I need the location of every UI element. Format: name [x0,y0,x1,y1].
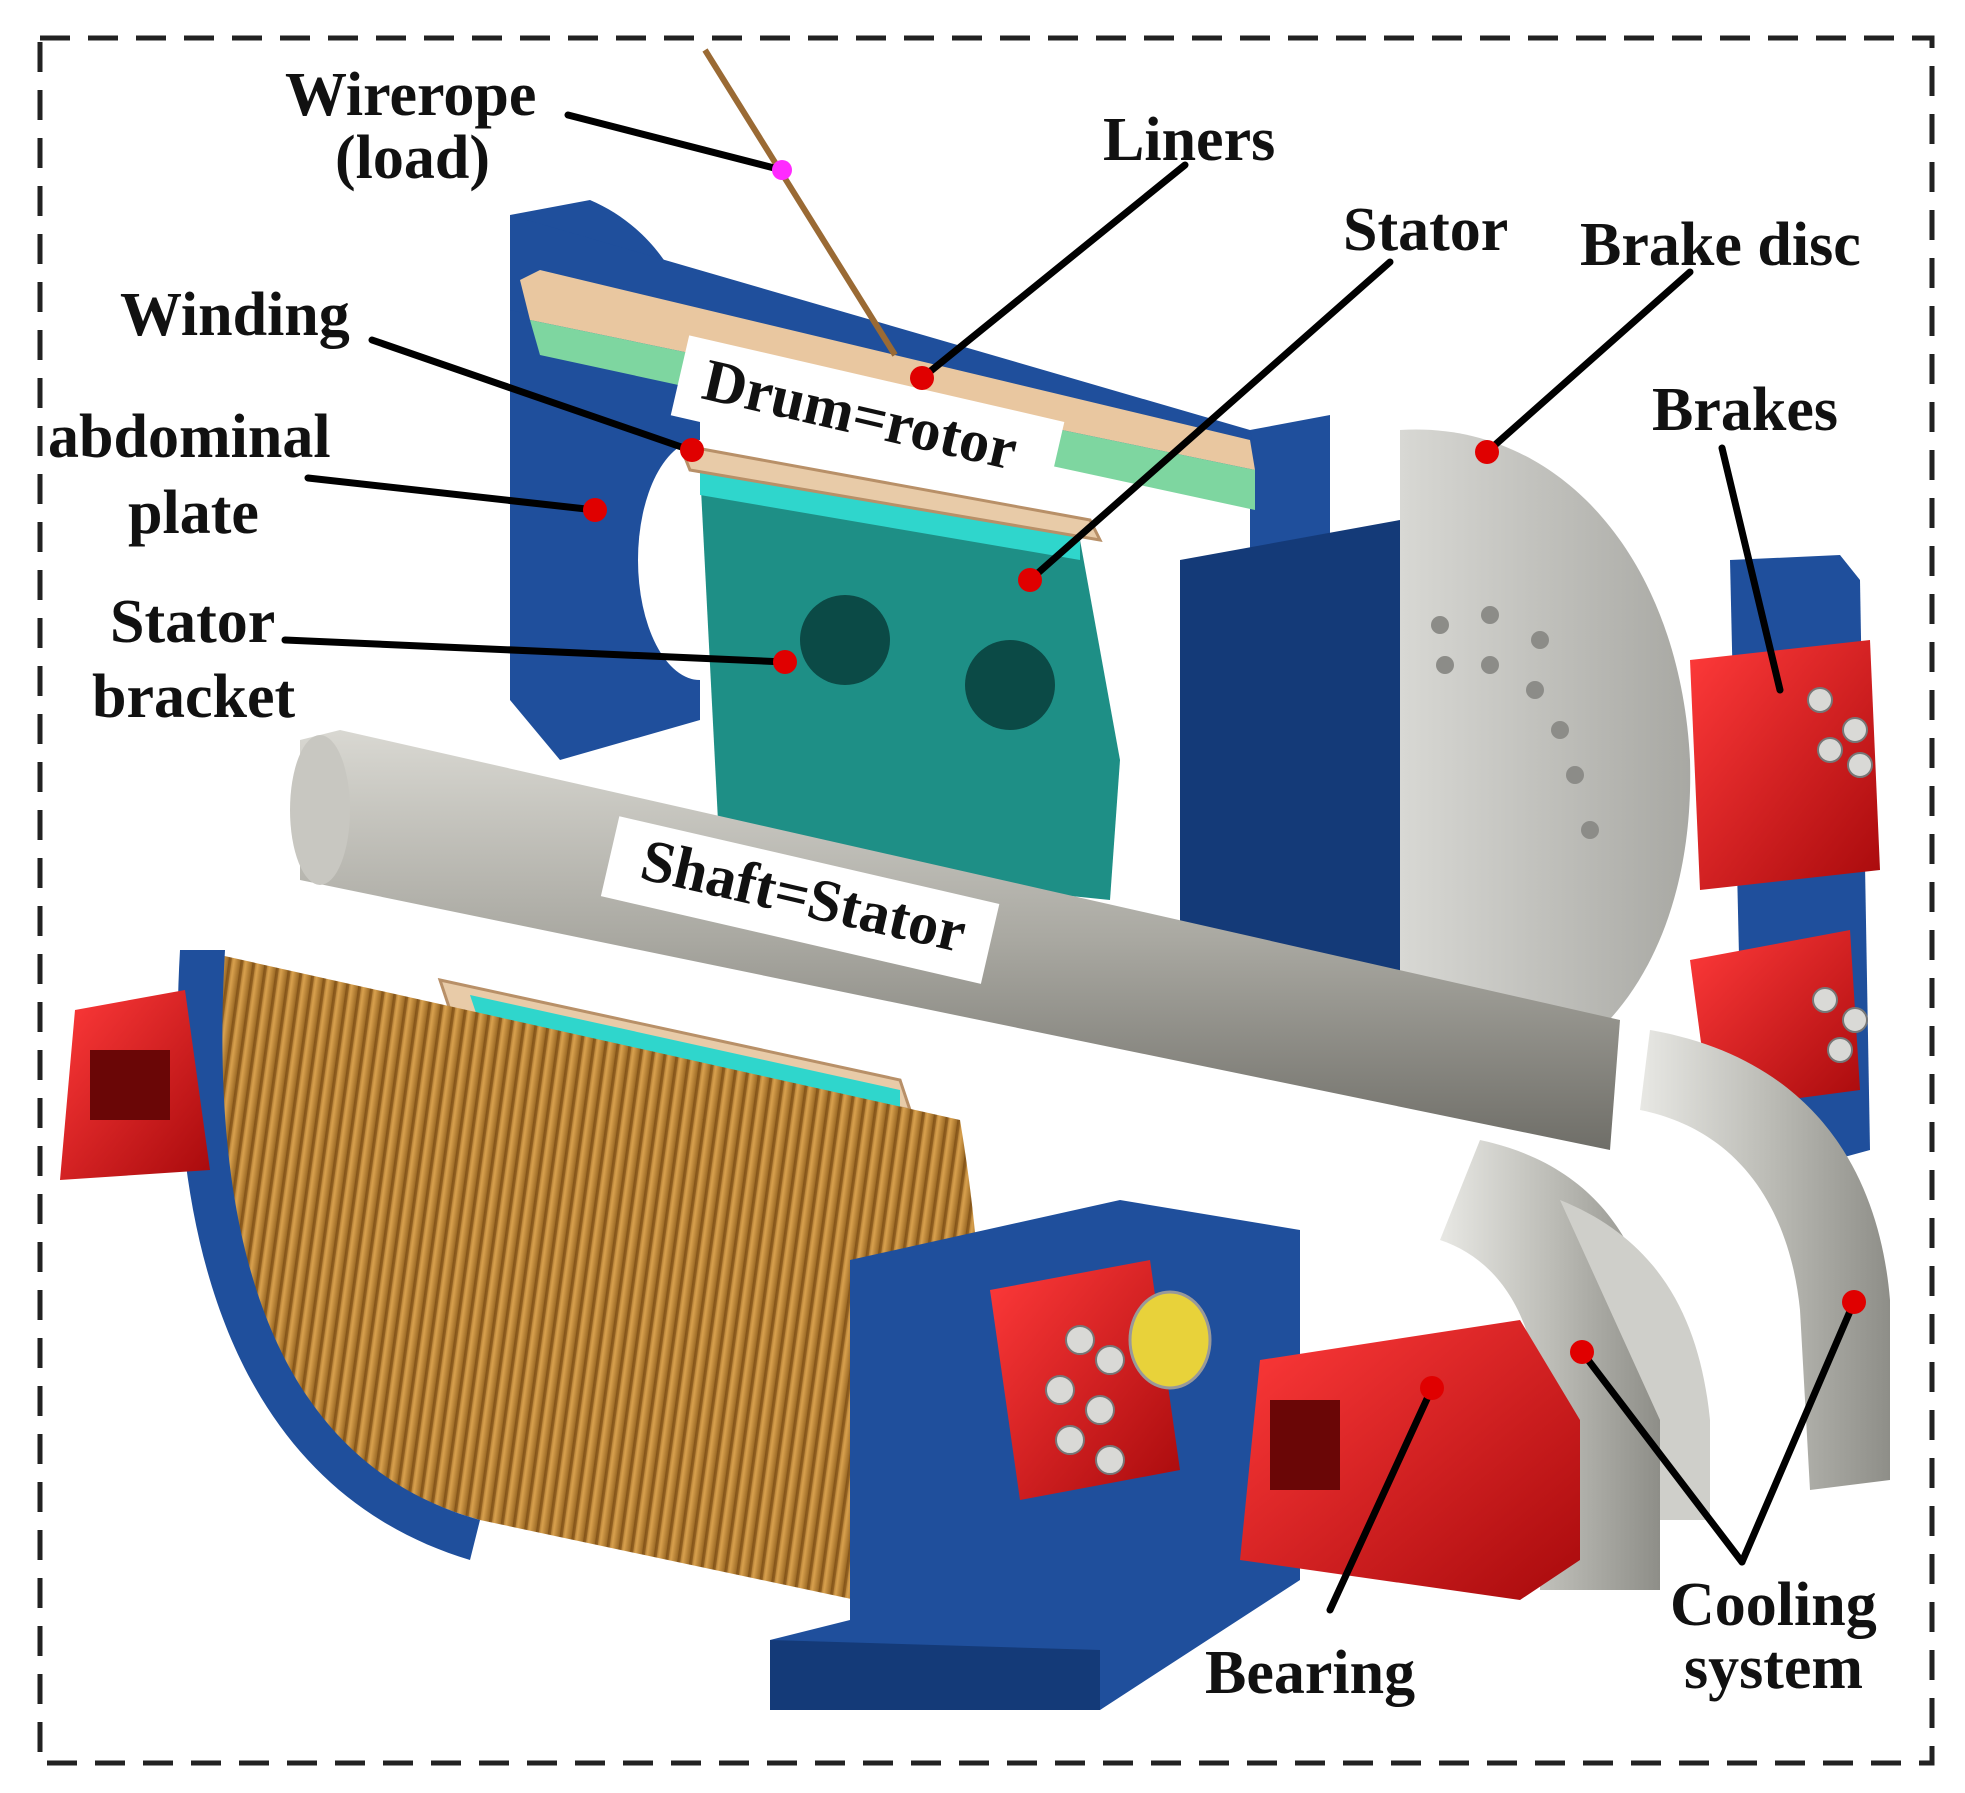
marker-cooling-a [1570,1340,1594,1364]
label-cooling-2: system [1684,1634,1863,1702]
dashed-border [37,35,1935,1766]
marker-bearing [1420,1376,1444,1400]
label-wirerope-1: Wirerope [285,61,536,129]
shaft-end [290,735,350,885]
stator-hole-1 [800,595,890,685]
marker-winding [680,438,704,462]
winding-upper [677,443,1103,542]
label-box-shaft [600,816,1000,984]
base-foot-plate [770,1640,1100,1710]
drum-rim [177,950,480,1560]
drum-cylinder [217,955,982,1620]
label-bearing: Bearing [1205,1639,1415,1707]
front-brake-bolts [1045,1325,1125,1475]
brake-disc-bolts [1431,606,1599,839]
leader-cooling-a [1578,1348,1746,1566]
marker-wirerope [772,160,792,180]
leader-winding [368,336,694,454]
label-brakes: Brakes [1652,376,1838,444]
leader-stator [1026,258,1394,584]
label-stator-bracket-1: Stator [110,588,275,656]
bearing-housing [1240,1320,1580,1600]
wire-rope [702,48,898,357]
bearing-window [1270,1400,1340,1490]
marker-stator [1018,568,1042,592]
label-abdominal-2: plate [128,479,259,547]
leader-lines [281,111,1858,1614]
stator-core [700,470,1120,900]
leader-brakes [1718,444,1784,694]
marker-brake-disc [1475,440,1499,464]
left-foot-window [90,1050,170,1120]
label-brake-disc: Brake disc [1580,211,1861,279]
marker-abdominal [583,498,607,522]
markers [583,160,1866,1400]
label-liners: Liners [1103,106,1275,174]
cooling-pipe-mid [1560,1200,1710,1520]
marker-stator-bracket [773,650,797,674]
leader-cooling-b [1738,1298,1858,1566]
label-box-drum [670,335,1065,502]
stator-hole-2 [965,640,1055,730]
drum-top-liners [520,270,1255,470]
label-abdominal-1: abdominal [48,403,331,471]
front-brake-yellow-hub [1128,1290,1212,1390]
brake-disc [1400,429,1691,1091]
cooling-pipe-outer [1640,1030,1890,1490]
label-stator-bracket-2: bracket [92,663,296,731]
label-wirerope-2: (load) [335,124,490,192]
leader-brake-disc [1483,268,1694,456]
leader-bearing [1326,1384,1436,1614]
leader-stator-bracket [281,636,789,666]
marker-cooling-b [1842,1290,1866,1314]
label-stator: Stator [1343,196,1508,264]
brake-bolts [1807,687,1873,1063]
marker-liners [910,366,934,390]
leader-abdominal [304,474,599,514]
leader-wirerope [564,111,786,174]
leader-liners [918,161,1189,382]
label-cooling-1: Cooling [1670,1571,1877,1639]
label-winding: Winding [120,281,350,349]
